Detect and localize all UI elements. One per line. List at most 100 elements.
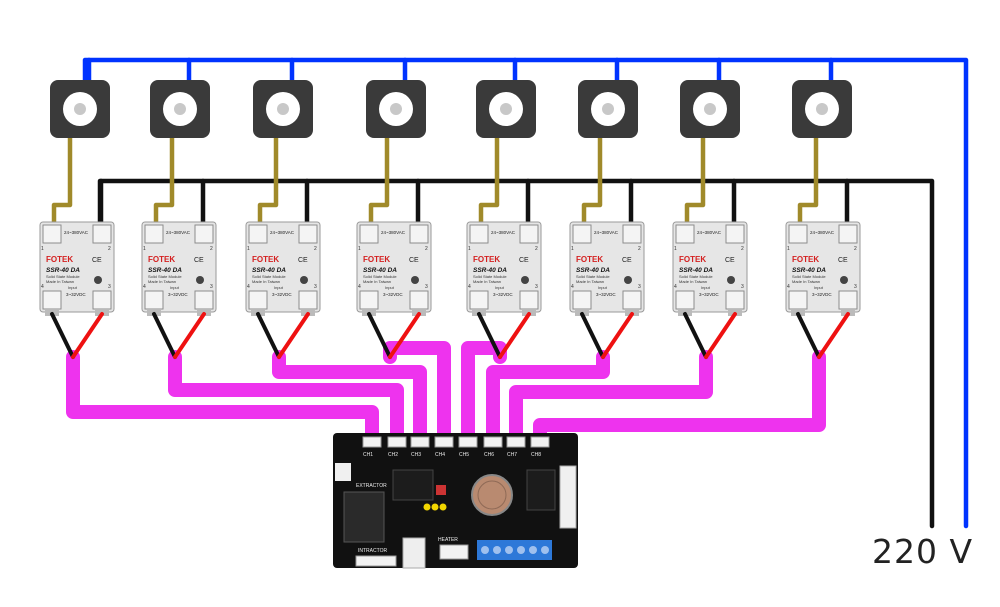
ssr-terminal-4 [144,290,164,310]
signal-cable [533,350,826,444]
channel-connector [362,436,382,448]
ssr-terminal-2 [298,224,318,244]
channel-label: CH1 [363,452,373,458]
ssr-led [411,276,419,284]
ssr-body [569,221,645,313]
ssr-input-label: Input [274,285,284,290]
channel-label: CH6 [484,452,494,458]
terminal-screw [481,546,489,554]
pin-header [559,465,577,529]
ssr-ac-rating: 24~380VAC [810,230,835,235]
ssr-terminal-label: 1 [247,246,250,252]
channel-connector [506,436,526,448]
ssr-terminal-label: 2 [535,246,538,252]
ssr-terminal-4 [469,290,489,310]
ssr-terminal-label: 2 [210,246,213,252]
ssr-terminal-label: 1 [571,246,574,252]
ssr-terminal-2 [194,224,214,244]
ssr-terminal-1 [675,224,695,244]
ssr-brand: FOTEK [792,255,819,264]
ssr-brand: FOTEK [252,255,279,264]
ssr-model: SSR-40 DA [363,267,397,274]
heater-connector [439,544,469,560]
ssr-ce-mark: CE [194,257,204,264]
ssr-led [727,276,735,284]
ssr-model: SSR-40 DA [576,267,610,274]
heater-label: HEATER [438,537,458,543]
ssr-input-label: Input [68,285,78,290]
ssr-subtitle: Solid State Module [363,274,397,279]
ssr-terminal-1 [469,224,489,244]
control-positive-wire [173,312,206,359]
chip [526,469,556,511]
mcu-module [343,491,385,543]
channel-label: CH3 [411,452,421,458]
control-positive-wire [277,312,310,359]
ssr-terminal-3 [622,290,642,310]
heater-terminal [500,103,512,115]
ssr-origin: Made In Taiwan [46,279,74,284]
ssr-body [785,221,861,313]
control-positive-wire [388,312,421,359]
ssr-origin: Made In Taiwan [576,279,604,284]
ssr-terminal-2 [725,224,745,244]
ssr-terminal-label: 2 [314,246,317,252]
heater-pad [50,80,110,138]
ssr-terminal-label: 4 [247,284,250,290]
ssr-terminal-4 [572,290,592,310]
ssr-terminal-label: 4 [41,284,44,290]
ssr-terminal-1 [788,224,808,244]
channel-label: CH4 [435,452,445,458]
ssr-terminal-label: 2 [854,246,857,252]
heater-pad [476,80,536,138]
intractor-connector [355,555,397,567]
ssr-terminal-label: 1 [41,246,44,252]
signal-cable [509,350,713,444]
control-positive-wire [71,312,104,359]
ssr-ac-rating: 24~380VAC [270,230,295,235]
ssr-model: SSR-40 DA [473,267,507,274]
ssr-terminal-3 [519,290,539,310]
ssr-body [672,221,748,313]
ssr-terminal-label: 2 [741,246,744,252]
ssr-origin: Made In Taiwan [679,279,707,284]
ssr-terminal-4 [788,290,808,310]
ssr-brand: FOTEK [679,255,706,264]
ssr-body [39,221,115,313]
ssr-terminal-label: 1 [358,246,361,252]
ssr-terminal-4 [248,290,268,310]
neutral-bus-wire [82,57,969,529]
ssr-brand: FOTEK [576,255,603,264]
ssr-input-label: Input [701,285,711,290]
ssr-terminal-3 [725,290,745,310]
control-negative-wire [50,312,75,359]
wires-front-layer [50,312,850,359]
control-negative-wire [256,312,281,359]
heater-pad [150,80,210,138]
control-positive-wire [704,312,737,359]
ssr-model: SSR-40 DA [252,267,286,274]
ssr-brand: FOTEK [46,255,73,264]
control-negative-wire [152,312,177,359]
ssr-terminal-1 [248,224,268,244]
ssr-terminal-label: 3 [854,284,857,290]
ssr-origin: Made In Taiwan [473,279,501,284]
ssr-origin: Made In Taiwan [792,279,820,284]
ssr-dc-rating: 3~32VDC [66,292,86,297]
ssr-led [196,276,204,284]
terminal-screw [493,546,501,554]
channel-label: CH5 [459,452,469,458]
ssr-terminal-4 [675,290,695,310]
ssr-terminal-label: 3 [535,284,538,290]
ssr-terminal-label: 4 [787,284,790,290]
control-negative-wire [367,312,392,359]
channel-label: CH7 [507,452,517,458]
supply-voltage-label: 220 V [872,532,974,571]
ssr-ce-mark: CE [92,257,102,264]
coin-cell-rim [477,480,507,510]
